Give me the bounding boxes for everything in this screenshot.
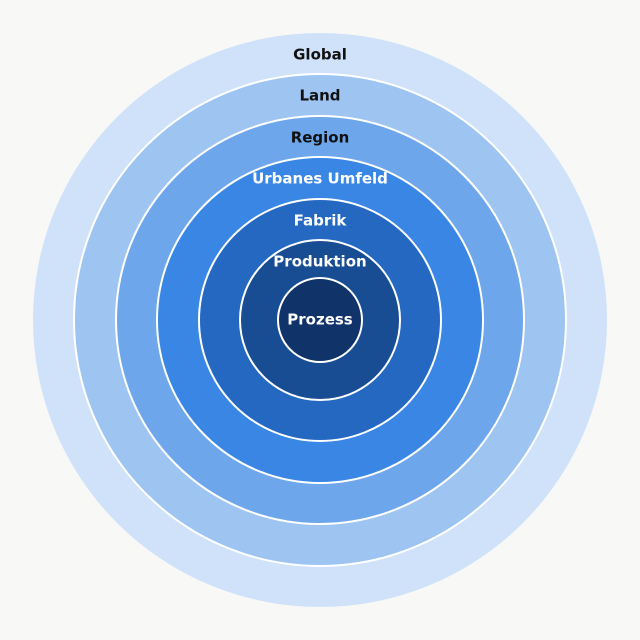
ring-label-region: Region <box>291 129 350 147</box>
ring-label-prozess: Prozess <box>287 311 353 329</box>
ring-label-global: Global <box>293 46 347 64</box>
ring-label-produktion: Produktion <box>273 253 366 271</box>
rings-layer <box>33 33 607 607</box>
ring-prozess <box>277 277 363 363</box>
ring-label-urbanes-umfeld: Urbanes Umfeld <box>252 170 388 188</box>
ring-label-fabrik: Fabrik <box>294 212 348 230</box>
ring-label-land: Land <box>299 87 340 105</box>
